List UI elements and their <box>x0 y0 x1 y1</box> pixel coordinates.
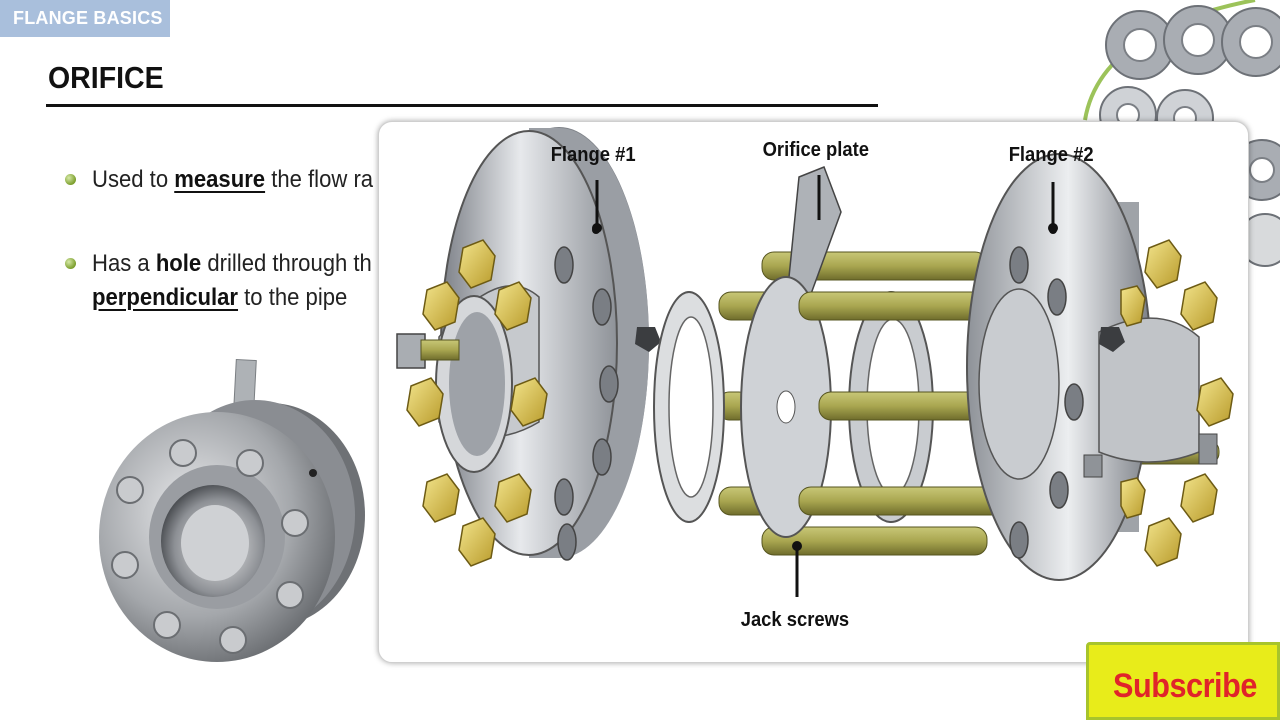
bullet-2-post: drilled through th <box>201 250 372 277</box>
bullet-1: Used to measure the flow ra <box>92 166 373 194</box>
title-divider <box>46 104 878 107</box>
bullet-2-line2-post: to the pipe <box>238 284 348 311</box>
bullet-2-line2: perpendicular to the pipe <box>92 284 347 312</box>
label-orifice-plate: Orifice plate <box>762 139 869 161</box>
orifice-flange-image <box>95 355 375 670</box>
subscribe-label: Subscribe <box>1113 667 1257 705</box>
bullet-1-bold: measure <box>174 166 266 193</box>
bullet-2-pre: Has a <box>92 250 156 277</box>
orifice-plate <box>740 166 842 538</box>
section-tag: FLANGE BASICS <box>0 0 170 37</box>
flange-2 <box>966 153 1218 581</box>
bullet-2-bold: hole <box>155 250 202 277</box>
exploded-flange-diagram <box>396 127 1234 597</box>
slide-title: ORIFICE <box>48 60 164 95</box>
label-flange-2: Flange #2 <box>1008 144 1094 166</box>
label-jack-screws: Jack screws <box>740 609 850 631</box>
bullet-2-line1: Has a hole drilled through th <box>92 250 372 278</box>
orifice-diagram-panel: Flange #1 Orifice plate Flange #2 Jack s… <box>378 121 1249 663</box>
bullet-icon <box>65 258 76 269</box>
bullet-1-post: the flow ra <box>265 166 374 193</box>
bullet-1-pre: Used to <box>92 166 175 193</box>
nuts <box>406 239 1234 567</box>
label-flange-1: Flange #1 <box>550 144 636 166</box>
bullet-2-line2-bold: perpendicular <box>92 284 239 311</box>
bullet-icon <box>65 174 76 185</box>
flange-1 <box>435 127 661 561</box>
subscribe-button[interactable]: Subscribe <box>1086 642 1280 720</box>
